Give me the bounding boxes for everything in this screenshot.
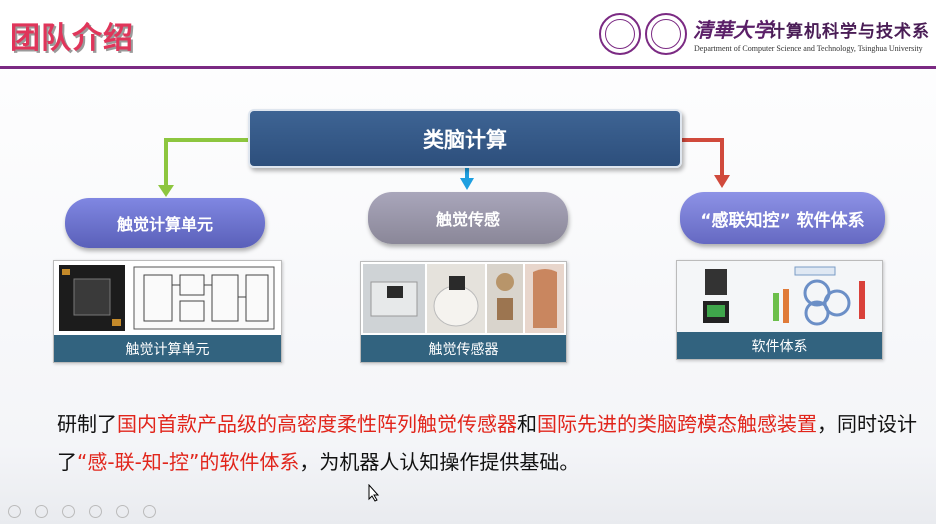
summary-text-4: ，为机器人认知操作提供基础。 <box>299 450 580 474</box>
branch-node-software-system: “感联知控” 软件体系 <box>680 192 885 244</box>
tactile-sensor-images <box>363 264 564 333</box>
slide-header: 团队介绍 清華大学 计算机科学与技术系 Department of Comput… <box>0 0 936 69</box>
summary-highlight-sensor: 国内首款产品级的高密度柔性阵列触觉传感器 <box>117 412 517 436</box>
software-system-image <box>677 261 882 332</box>
summary-paragraph: 研制了国内首款产品级的高密度柔性阵列触觉传感器和国际先进的类脑跨模态触感装置，同… <box>57 405 917 481</box>
department-name-cn: 计算机科学与技术系 <box>768 22 930 42</box>
root-node-brain-computing: 类脑计算 <box>248 109 682 168</box>
computing-unit-image <box>59 265 275 331</box>
slide-title: 团队介绍 <box>10 21 134 56</box>
summary-text-3: ，同时设计了 <box>57 412 917 474</box>
branch-node-tactile-sensing: 触觉传感 <box>368 192 568 244</box>
panel-caption-software: 软件体系 <box>677 332 882 359</box>
branch-node-tactile-computing: 触觉计算单元 <box>65 198 265 248</box>
summary-highlight-device: 国际先进的类脑跨模态触感装置 <box>537 412 817 436</box>
summary-highlight-software: “感-联-知-控”的软件体系 <box>77 450 300 474</box>
software-system-panel: 软件体系 <box>676 260 883 360</box>
view-slides-button[interactable] <box>89 505 102 518</box>
arrow-right-head <box>714 175 730 188</box>
pen-tool-button[interactable] <box>62 505 75 518</box>
zoom-button[interactable] <box>116 505 129 518</box>
arrow-left-head <box>158 185 174 197</box>
next-slide-button[interactable] <box>35 505 48 518</box>
university-name-logo: 清華大学 <box>693 18 773 42</box>
arrow-left <box>164 138 248 187</box>
tactile-computing-panel: 触觉计算单元 <box>53 260 282 363</box>
more-options-button[interactable] <box>143 505 156 518</box>
slideshow-toolbar <box>8 505 156 518</box>
summary-text-2: 和 <box>517 412 537 436</box>
summary-text-1: 研制了 <box>57 412 117 436</box>
tactile-sensor-panel: 触觉传感器 <box>360 261 567 363</box>
panel-caption-computing: 触觉计算单元 <box>54 335 281 362</box>
panel-caption-sensor: 触觉传感器 <box>361 335 566 362</box>
mouse-cursor-icon <box>368 484 380 502</box>
arrow-right <box>678 138 724 176</box>
university-seal-logo <box>599 13 641 55</box>
prev-slide-button[interactable] <box>8 505 21 518</box>
department-seal-logo <box>645 13 687 55</box>
arrow-mid-head <box>460 178 474 190</box>
title-divider <box>0 66 936 69</box>
department-name-en: Department of Computer Science and Techn… <box>694 44 923 53</box>
